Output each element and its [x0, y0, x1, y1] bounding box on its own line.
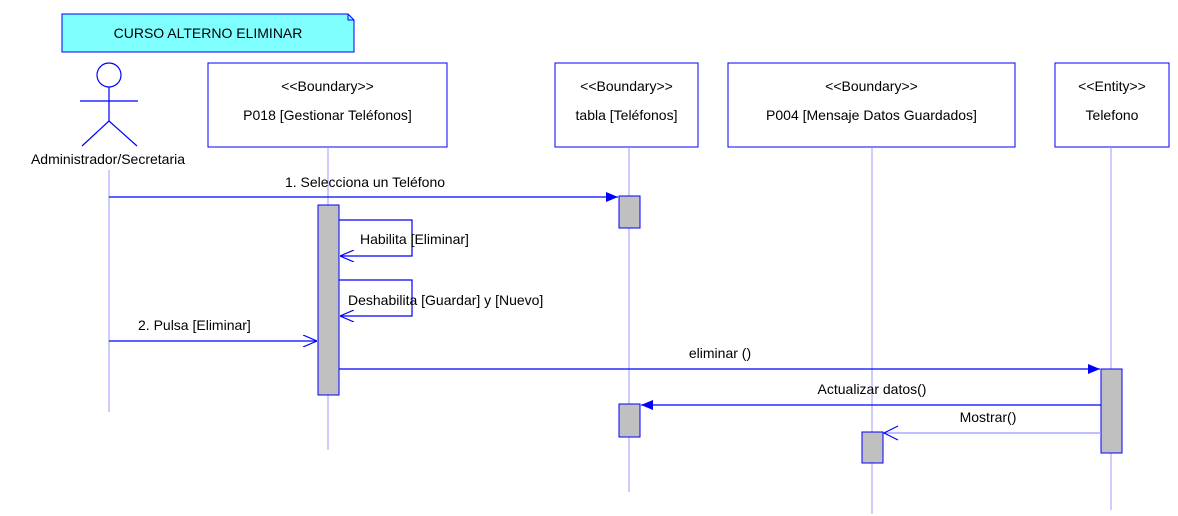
lifeline-stereotype: <<Entity>> [1078, 78, 1146, 94]
actor-name: Administrador/Secretaria [31, 151, 185, 167]
message-5: eliminar () [339, 345, 1100, 374]
lifeline-name: P004 [Mensaje Datos Guardados] [766, 107, 977, 123]
message-label: Actualizar datos() [818, 381, 927, 397]
message-7: Mostrar() [882, 409, 1101, 441]
lifeline-name: P018 [Gestionar Teléfonos] [243, 107, 412, 123]
message-label: 1. Selecciona un Teléfono [285, 174, 445, 190]
message-label: Habilita [Eliminar] [360, 231, 469, 247]
message-label: Deshabilita [Guardar] y [Nuevo] [348, 292, 543, 308]
note-text: CURSO ALTERNO ELIMINAR [114, 25, 303, 41]
lifeline-tabla: <<Boundary>> tabla [Teléfonos] [554, 62, 699, 492]
message-1: 1. Selecciona un Teléfono [109, 174, 618, 202]
lifeline-name: tabla [Teléfonos] [576, 107, 678, 123]
lifeline-stereotype: <<Boundary>> [580, 78, 673, 94]
actor-stick-figure [80, 62, 138, 147]
message-3: Deshabilita [Guardar] y [Nuevo] [339, 279, 543, 316]
lifeline-telefono: <<Entity>> Telefono [1054, 62, 1170, 510]
message-label: Mostrar() [960, 409, 1017, 425]
activation-bar [1100, 368, 1123, 454]
lifeline-p004: <<Boundary>> P004 [Mensaje Datos Guardad… [727, 62, 1016, 514]
activation-bar [618, 195, 641, 229]
lifeline-stereotype: <<Boundary>> [281, 78, 374, 94]
message-6: Actualizar datos() [641, 381, 1101, 410]
message-2: Habilita [Eliminar] [339, 219, 469, 256]
message-label: 2. Pulsa [Eliminar] [138, 317, 251, 333]
note: CURSO ALTERNO ELIMINAR [61, 13, 355, 53]
lifeline-name: Telefono [1086, 107, 1139, 123]
activation-bar [317, 204, 340, 396]
message-label: eliminar () [689, 345, 751, 361]
lifeline-stereotype: <<Boundary>> [825, 78, 918, 94]
message-4: 2. Pulsa [Eliminar] [109, 317, 317, 341]
actor: Administrador/Secretaria [31, 62, 185, 412]
activation-bar [861, 431, 884, 464]
activation-bar [618, 403, 641, 438]
